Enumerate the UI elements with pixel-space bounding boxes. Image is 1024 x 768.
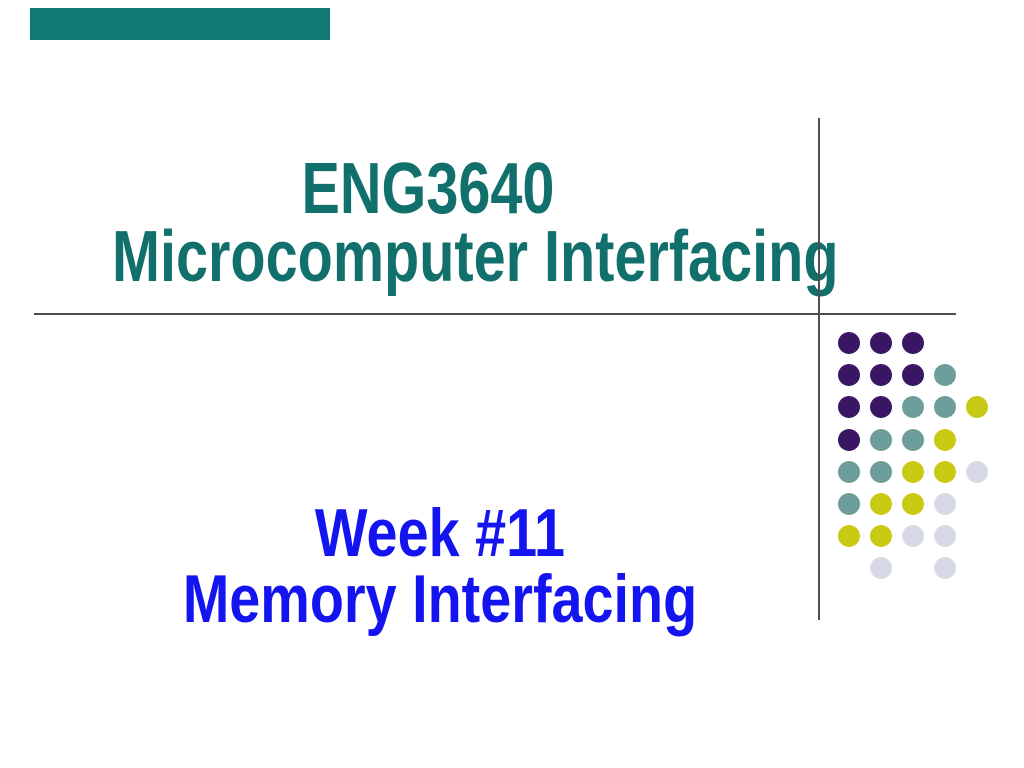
decorative-dot (902, 493, 924, 515)
title-line-2: Microcomputer Interfacing (112, 217, 839, 297)
decorative-dot (838, 461, 860, 483)
title-line-1: ENG3640 (301, 149, 555, 229)
subtitle-line-2: Memory Interfacing (182, 561, 698, 637)
horizontal-divider-line (34, 313, 956, 315)
decorative-dot (870, 332, 892, 354)
decorative-dot (934, 396, 956, 418)
decorative-dot (870, 364, 892, 386)
decorative-dot (838, 396, 860, 418)
decorative-dot (902, 461, 924, 483)
decorative-dot (870, 525, 892, 547)
slide-subtitle: Week #11 Memory Interfacing (45, 495, 835, 637)
decorative-dot (870, 396, 892, 418)
decorative-dot (902, 429, 924, 451)
decorative-dot (902, 364, 924, 386)
decorative-dot (870, 429, 892, 451)
decorative-dot (966, 396, 988, 418)
decorative-dot (870, 461, 892, 483)
decorative-dot (902, 332, 924, 354)
decorative-dot (934, 493, 956, 515)
decorative-dot (838, 332, 860, 354)
decorative-dot (870, 557, 892, 579)
slide-title: ENG3640 Microcomputer Interfacing (33, 149, 839, 297)
decorative-dot (838, 364, 860, 386)
vertical-divider-line (818, 118, 820, 620)
decorative-dot (870, 493, 892, 515)
decorative-dot (934, 525, 956, 547)
decorative-dot (934, 461, 956, 483)
decorative-dot (966, 461, 988, 483)
decorative-dot (934, 364, 956, 386)
decorative-dot (902, 396, 924, 418)
decorative-dot (902, 525, 924, 547)
decorative-dot (838, 429, 860, 451)
subtitle-line-1: Week #11 (314, 495, 566, 571)
decorative-dot (838, 493, 860, 515)
decorative-dot (838, 525, 860, 547)
decorative-dot (934, 557, 956, 579)
header-accent-bar (30, 8, 330, 40)
decorative-dot (934, 429, 956, 451)
